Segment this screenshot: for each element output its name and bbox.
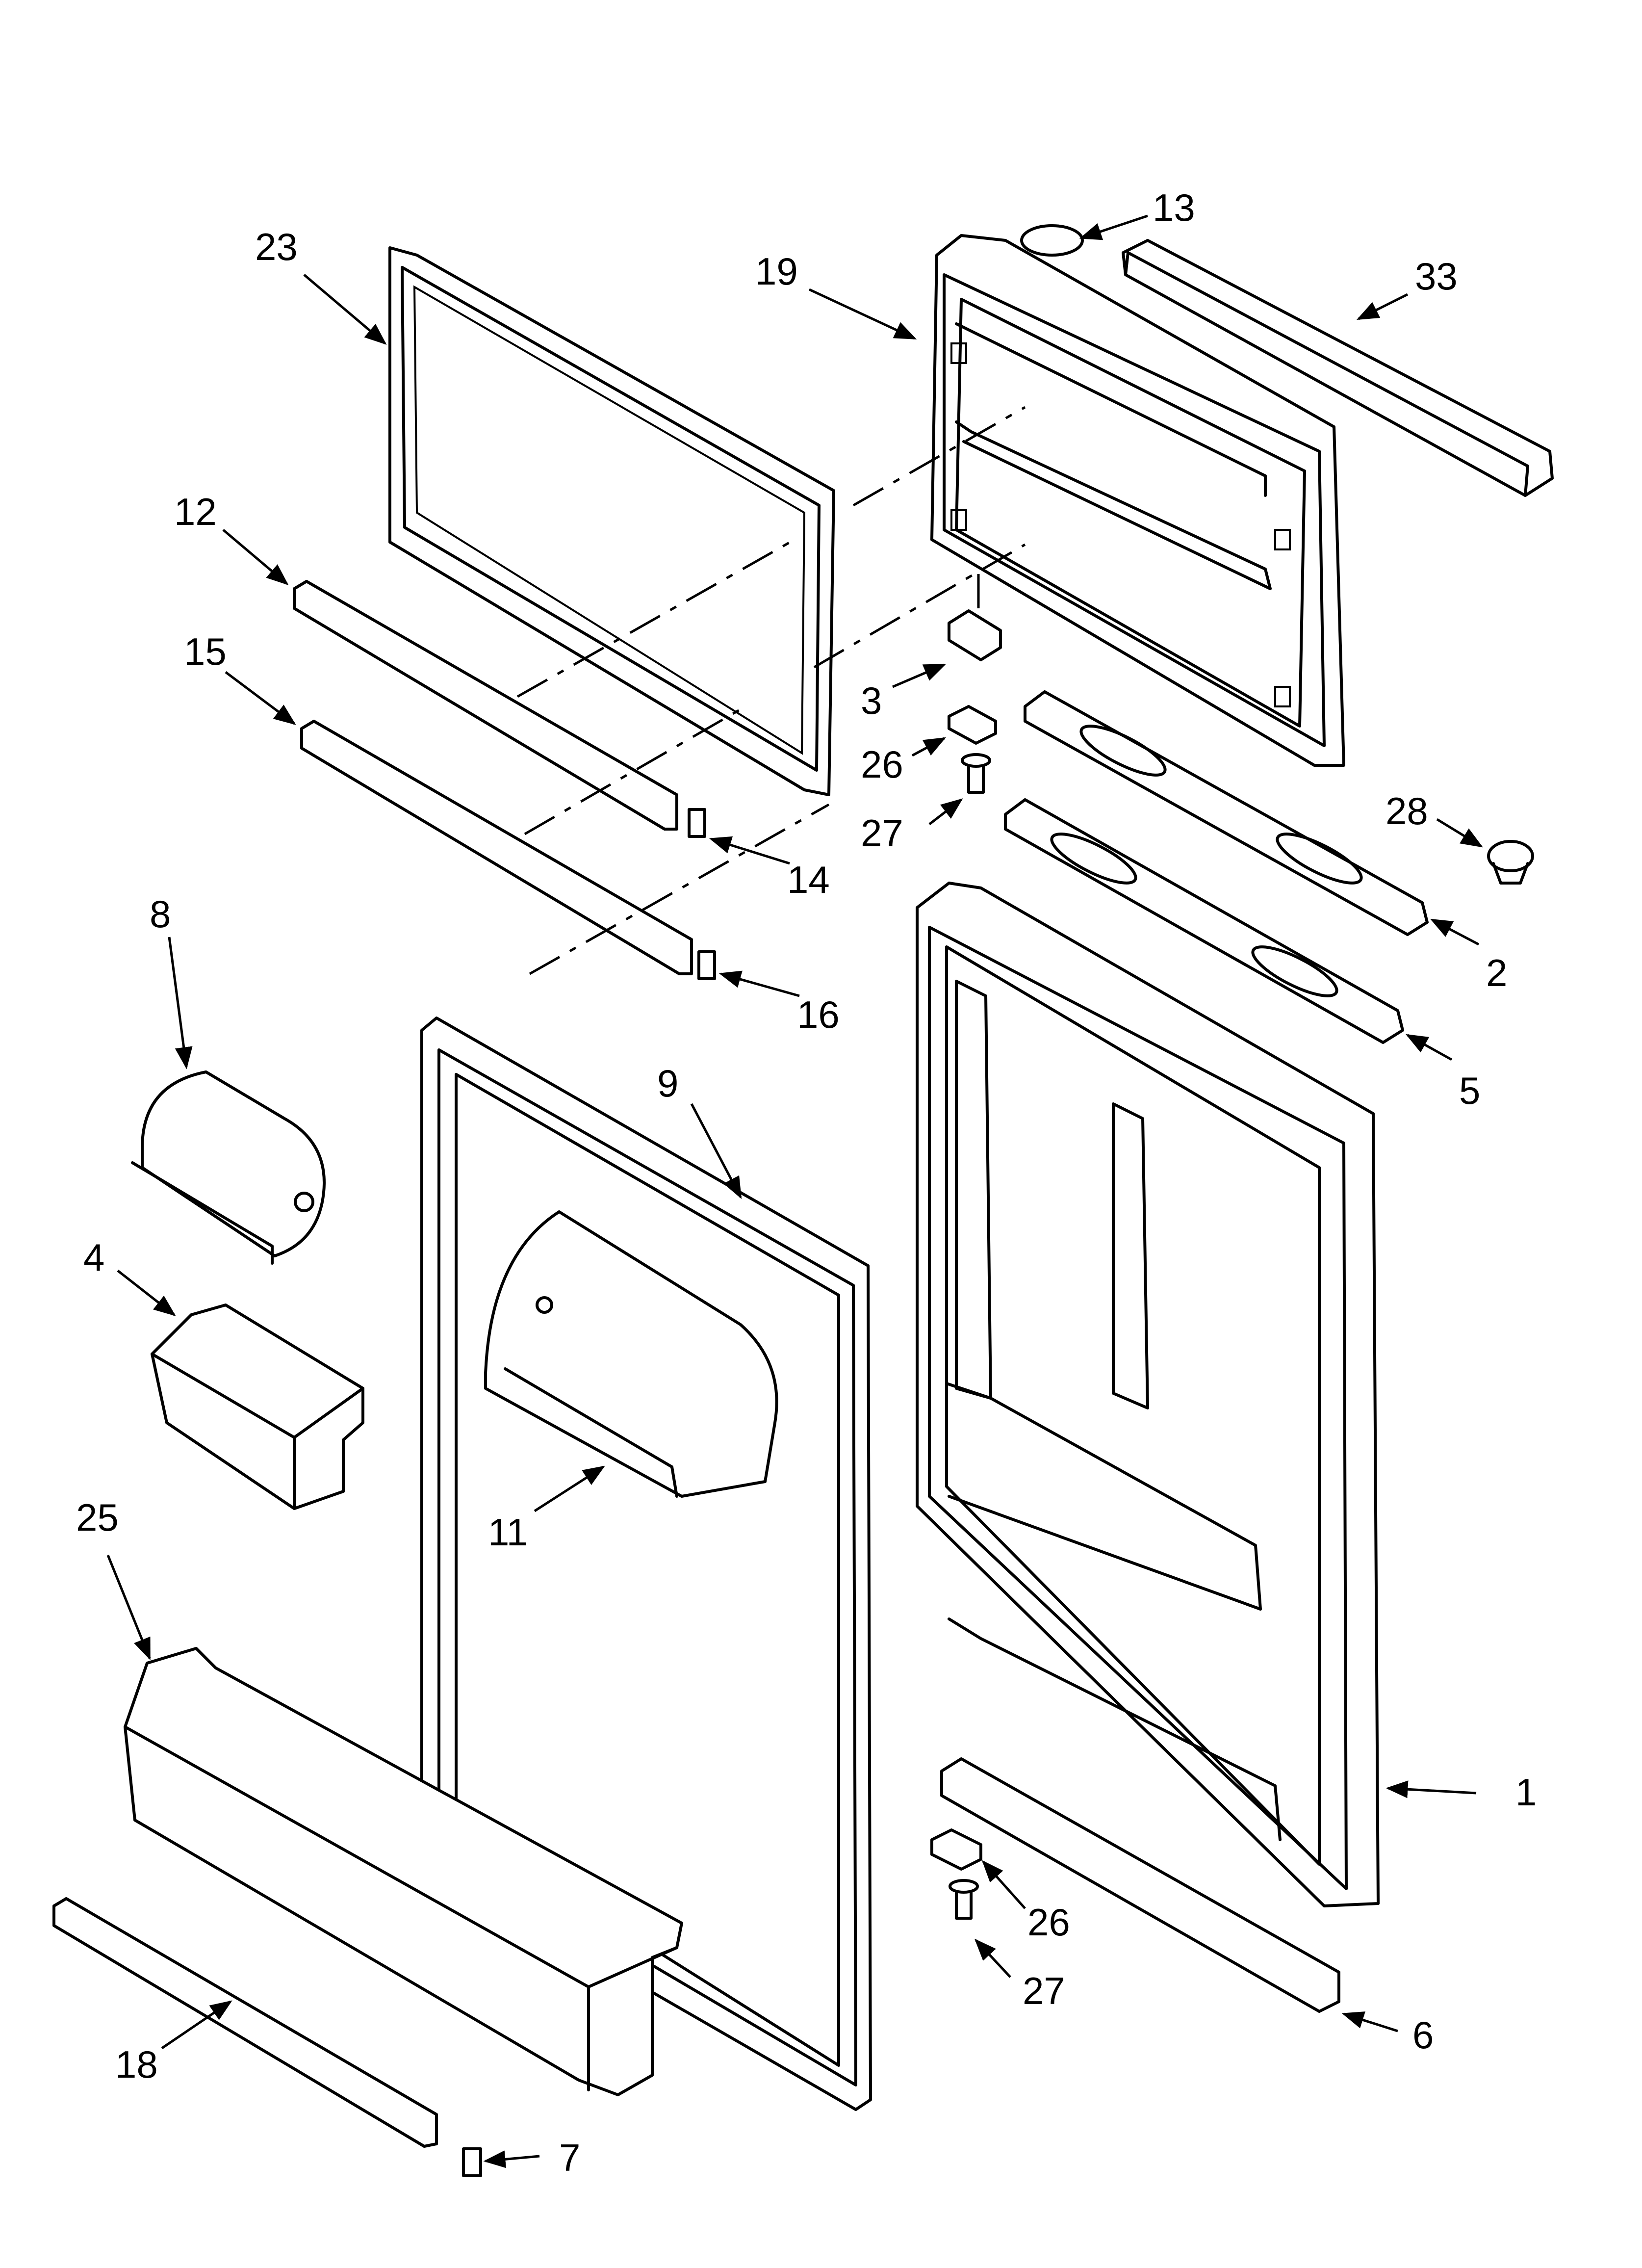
part-27-hinge-screw-upper — [961, 753, 991, 794]
callout-1: 1 — [1515, 1771, 1537, 1814]
callout-6: 6 — [1412, 2013, 1434, 2057]
callout-26: 26 — [861, 743, 903, 786]
callout-2: 2 — [1486, 951, 1507, 994]
part-12-retainer-bar — [293, 580, 678, 831]
callout-33: 33 — [1415, 255, 1458, 298]
callout-15: 15 — [184, 630, 227, 673]
part-5-door-handle — [1004, 798, 1404, 1044]
part-6-bottom-trim — [940, 1757, 1340, 2013]
part-3-hinge-plate — [948, 609, 1002, 661]
callout-14: 14 — [787, 858, 830, 901]
callout-labels: 23 19 13 33 12 15 3 26 27 28 14 16 8 2 5… — [76, 186, 1537, 2179]
part-7-end-cap — [462, 2147, 482, 2177]
callout-18: 18 — [115, 2043, 158, 2086]
assembly-lines — [516, 406, 1026, 975]
part-4-door-bin-small — [151, 1303, 364, 1510]
part-23-freezer-door-gasket — [388, 246, 835, 796]
callout-7: 7 — [559, 2136, 580, 2179]
part-26-hinge-bushing-lower — [930, 1828, 982, 1871]
callout-4: 4 — [83, 1236, 104, 1279]
part-33-top-trim — [1122, 239, 1554, 497]
part-19-freezer-door — [930, 234, 1345, 767]
callout-25: 25 — [76, 1496, 119, 1539]
callout-27-lower: 27 — [1023, 1969, 1065, 2012]
callout-16: 16 — [797, 993, 840, 1036]
callout-12: 12 — [174, 490, 217, 533]
callout-19: 19 — [755, 250, 798, 293]
callout-27: 27 — [861, 811, 903, 855]
part-28-plug-button — [1487, 840, 1534, 885]
leader-arrows — [106, 214, 1483, 2168]
callout-11: 11 — [488, 1511, 528, 1554]
part-1-fresh-food-door — [916, 882, 1380, 1907]
callout-9: 9 — [657, 1062, 678, 1105]
callout-3: 3 — [861, 679, 882, 722]
callout-23: 23 — [255, 225, 298, 268]
callout-5: 5 — [1459, 1069, 1480, 1112]
part-8-dairy-door — [131, 1070, 326, 1265]
part-11-dairy-compartment — [484, 1210, 778, 1498]
part-25-door-bin-large — [124, 1647, 683, 2096]
part-2-door-handle — [1024, 690, 1429, 936]
part-18-bin-trim — [52, 1897, 438, 2148]
callout-8: 8 — [150, 892, 171, 936]
part-26-hinge-bushing-upper — [948, 705, 997, 745]
part-15-retainer-bar — [300, 720, 693, 975]
part-27-hinge-screw-lower — [949, 1879, 979, 1920]
callout-26-lower: 26 — [1027, 1901, 1070, 1944]
part-16-end-cap — [697, 950, 716, 980]
part-13-plug — [1020, 224, 1084, 257]
callout-13: 13 — [1153, 186, 1195, 229]
callout-28: 28 — [1385, 789, 1428, 833]
part-14-end-cap — [688, 808, 706, 838]
